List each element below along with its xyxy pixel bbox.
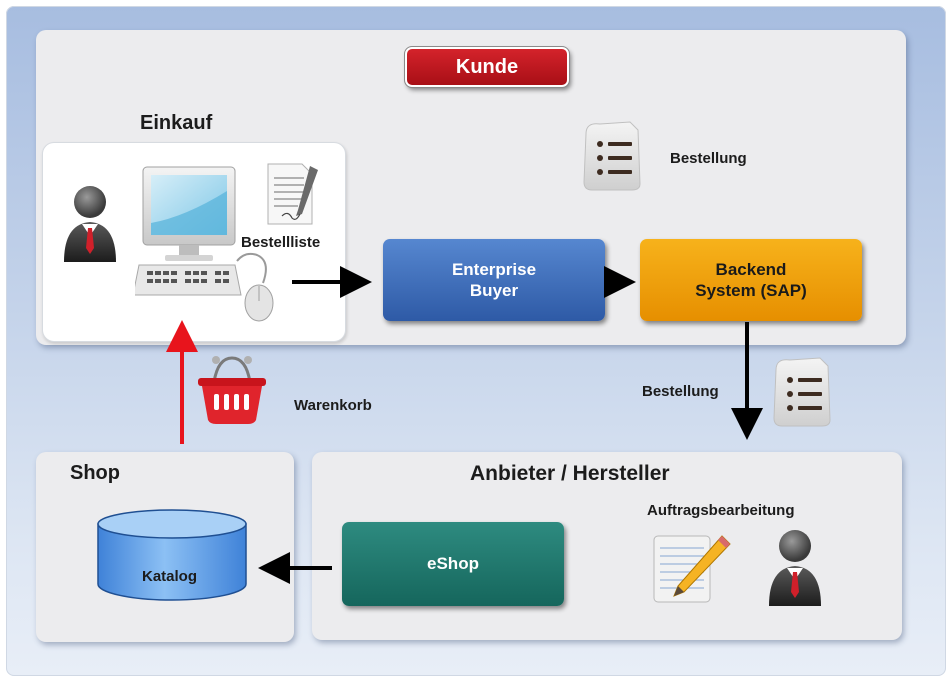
shop-label: Shop (70, 462, 120, 484)
enterprise-buyer-label: Enterprise Buyer (451, 259, 537, 300)
eshop-label: eShop (427, 554, 479, 574)
bestellung-top-label: Bestellung (670, 150, 747, 167)
computer-icon (135, 166, 274, 322)
katalog-database-icon (97, 509, 247, 601)
bestellung-mid-label: Bestellung (642, 383, 719, 400)
notepad-pencil-icon (653, 535, 731, 603)
order-document-icon (583, 121, 641, 191)
enterprise-buyer-box: Enterprise Buyer (383, 239, 605, 321)
eshop-box: eShop (342, 522, 564, 606)
warenkorb-label: Warenkorb (294, 397, 372, 414)
auftragsbearbeitung-label: Auftragsbearbeitung (647, 502, 795, 519)
document-pen-icon (267, 163, 318, 225)
einkauf-label: Einkauf (140, 112, 213, 134)
user-icon (64, 186, 116, 262)
order-document-icon-2 (773, 357, 831, 427)
katalog-label: Katalog (142, 568, 198, 585)
bestellliste-label: Bestellliste (241, 234, 321, 251)
backend-system-box: Backend System (SAP) (640, 239, 862, 321)
shopping-basket-icon (198, 356, 266, 424)
backend-system-label: Backend System (SAP) (695, 259, 807, 300)
anbieter-label: Anbieter / Hersteller (470, 462, 670, 485)
kunde-title: Kunde (404, 46, 570, 88)
worker-icon (769, 530, 821, 606)
